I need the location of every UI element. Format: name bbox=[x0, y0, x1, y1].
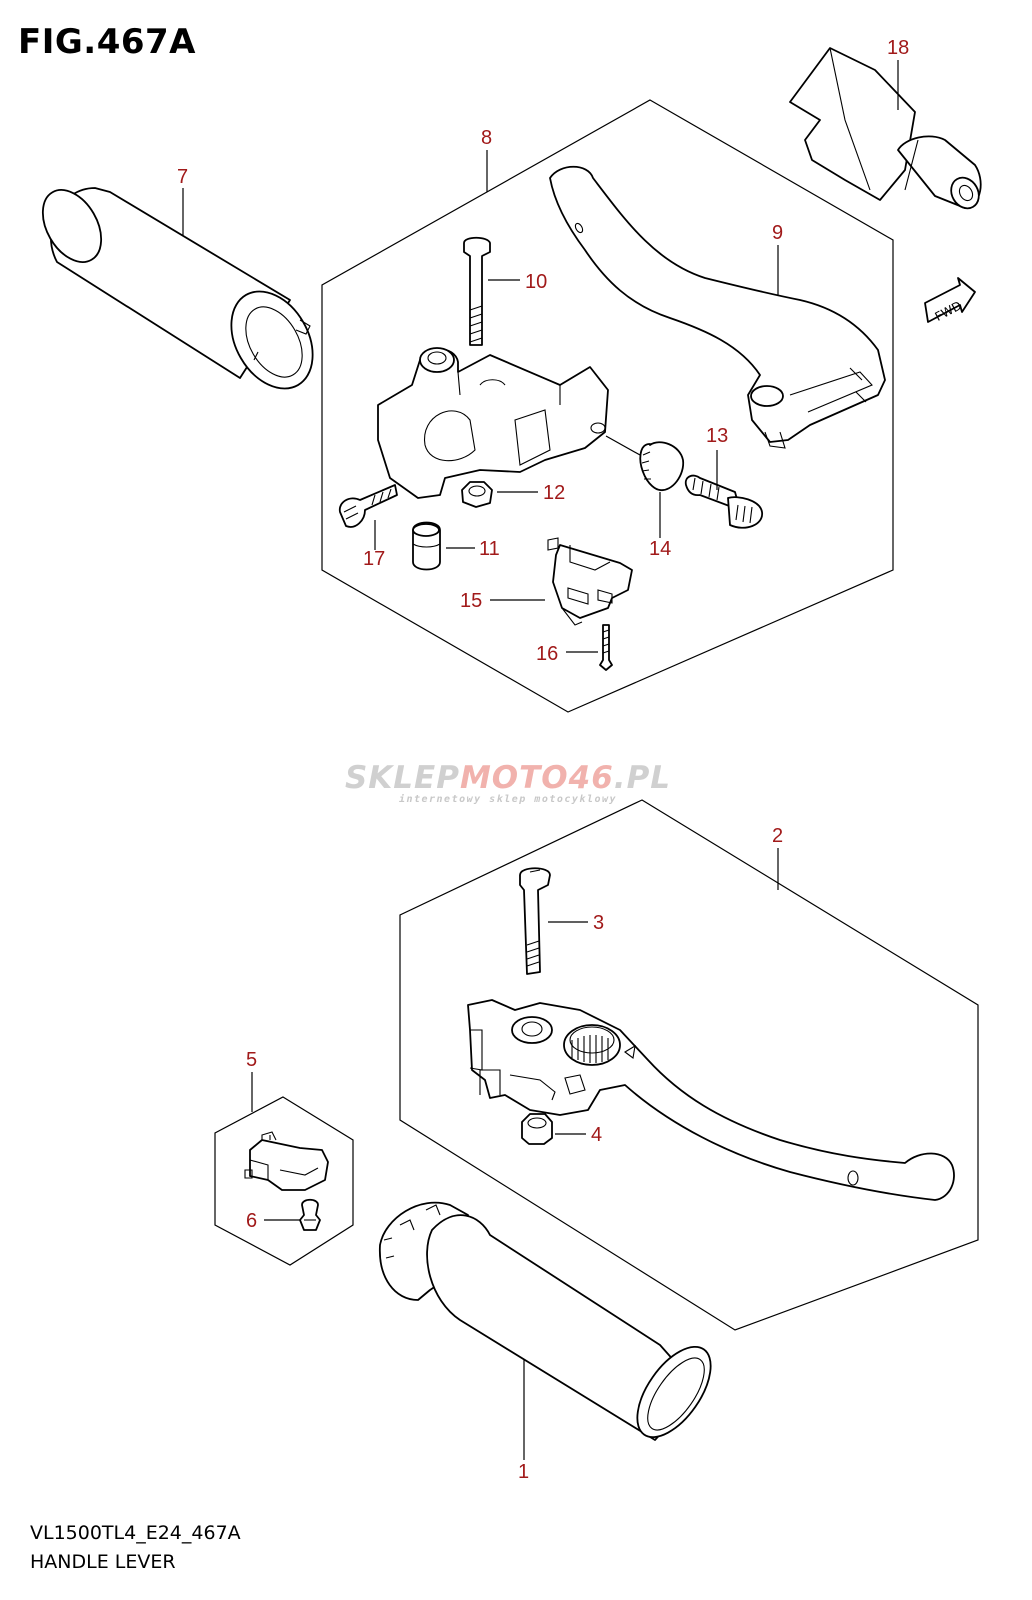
callout-15: 15 bbox=[460, 590, 482, 612]
callout-18: 18 bbox=[887, 37, 909, 59]
brake-lever-icon bbox=[467, 999, 955, 1201]
watermark-tagline: internetowy sklep motocyklowy bbox=[398, 794, 618, 805]
lock-nut-icon bbox=[461, 481, 493, 508]
figure-title: FIG.467A bbox=[18, 22, 196, 62]
diagram-name: HANDLE LEVER bbox=[30, 1551, 176, 1573]
leader-adjuster-axis bbox=[605, 435, 641, 456]
spacer-icon bbox=[412, 521, 441, 571]
callout-2: 2 bbox=[772, 825, 783, 847]
watermark-brand: SKLEPMOTO46.PL bbox=[318, 760, 698, 796]
callout-10: 10 bbox=[525, 271, 547, 293]
callout-11: 11 bbox=[479, 538, 500, 560]
watermark-brand-part3: .PL bbox=[613, 760, 672, 796]
throttle-grip-icon bbox=[379, 1201, 712, 1441]
callout-1: 1 bbox=[518, 1461, 529, 1483]
clutch-lever-icon bbox=[549, 165, 886, 449]
watermark-brand-part1: SKLEP bbox=[344, 760, 460, 796]
callout-16: 16 bbox=[536, 643, 558, 665]
clutch-lever-holder-icon bbox=[377, 347, 609, 499]
callout-6: 6 bbox=[246, 1210, 257, 1232]
leader-lines bbox=[182, 60, 899, 1460]
brake-lever-nut-icon bbox=[521, 1113, 553, 1145]
watermark: SKLEPMOTO46.PL internetowy sklep motocyk… bbox=[318, 760, 698, 805]
brake-lever-pivot-bolt-icon bbox=[519, 867, 551, 975]
handlebar-end-guard-icon bbox=[789, 47, 982, 210]
callout-3: 3 bbox=[593, 912, 604, 934]
front-stop-switch-icon bbox=[244, 1131, 329, 1191]
callout-12: 12 bbox=[543, 482, 565, 504]
watermark-brand-part2: MOTO46 bbox=[459, 760, 614, 796]
adjuster-nut-icon bbox=[639, 441, 684, 491]
callouts: 7 8 9 10 12 11 13 14 15 16 17 18 2 3 4 5… bbox=[177, 37, 909, 1483]
callout-8: 8 bbox=[481, 127, 492, 149]
cable-adjuster-icon bbox=[684, 474, 763, 529]
switch-screw-icon bbox=[599, 624, 613, 671]
clamp-screw-icon bbox=[338, 484, 398, 528]
switch-group-frame bbox=[214, 1096, 354, 1266]
callout-13: 13 bbox=[706, 425, 728, 447]
clutch-switch-icon bbox=[547, 537, 633, 626]
callout-5: 5 bbox=[246, 1049, 257, 1071]
grip-left-icon bbox=[41, 187, 314, 390]
callout-14: 14 bbox=[649, 538, 671, 560]
lever-pivot-bolt-icon bbox=[463, 236, 491, 346]
callout-17: 17 bbox=[363, 548, 385, 570]
callout-9: 9 bbox=[772, 222, 783, 244]
model-code: VL1500TL4_E24_467A bbox=[30, 1522, 241, 1544]
upper-group-frame bbox=[321, 99, 894, 713]
callout-7: 7 bbox=[177, 166, 188, 188]
stop-switch-screw-icon bbox=[299, 1198, 321, 1231]
callout-4: 4 bbox=[591, 1124, 602, 1146]
lower-group-frame bbox=[399, 799, 979, 1331]
forward-direction-arrow-icon: FWD bbox=[924, 277, 976, 324]
